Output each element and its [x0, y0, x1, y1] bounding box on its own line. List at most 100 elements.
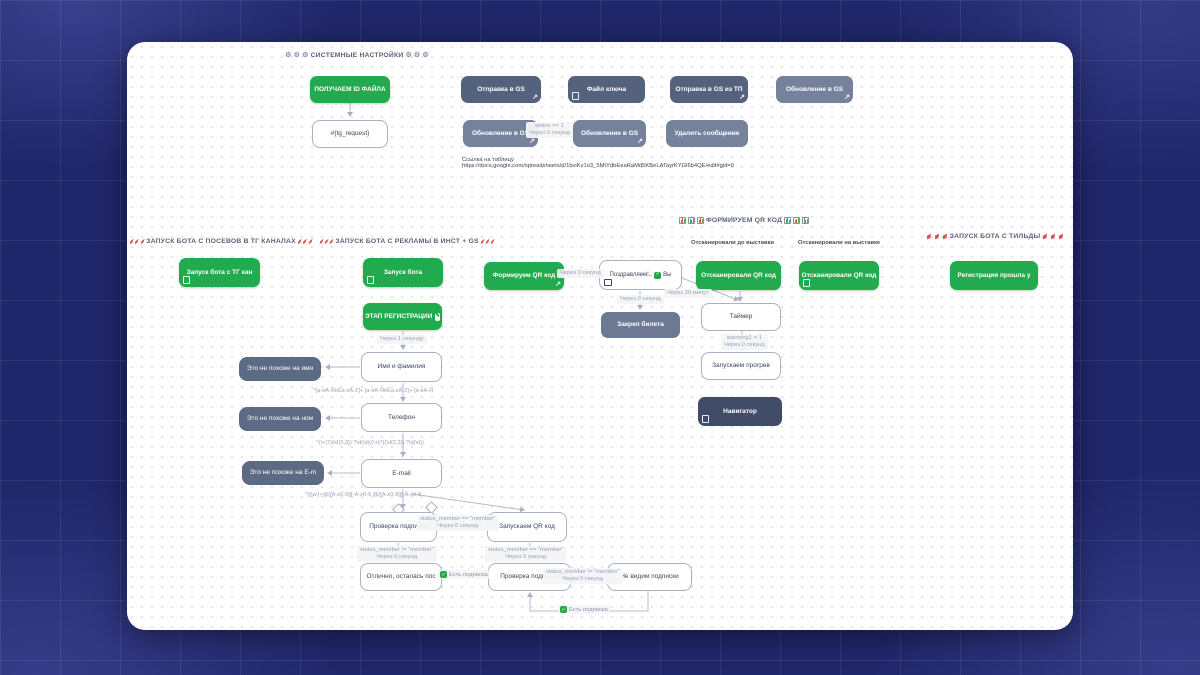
node-label: #{tg_request}	[330, 130, 370, 138]
table-link-title: Ссылка на таблицу	[462, 157, 514, 163]
node-start-bot[interactable]: Запуск бота	[363, 258, 443, 287]
node-not-phone[interactable]: Это не похоже на ном	[239, 407, 321, 431]
section-header-system: ⚙⚙⚙ СИСТЕМНЫЕ НАСТРОЙКИ ⚙⚙⚙	[285, 49, 429, 61]
node-name[interactable]: Имя и фамилия	[361, 352, 442, 382]
condition-text: status_member == "member"	[420, 516, 496, 522]
condition-text: status_member != "member"	[546, 569, 620, 575]
node-phone[interactable]: Телефон	[361, 403, 442, 432]
node-label: Отсканировали QR код	[701, 271, 776, 279]
congrats-text-2: Вы	[663, 271, 672, 278]
node-label: Проверка подписки	[369, 523, 428, 531]
rocket-icon	[1049, 231, 1058, 240]
table-link-url[interactable]: https://docs.google.com/spreadsheets/d/1…	[462, 163, 735, 169]
node-label: E-mail	[392, 469, 411, 477]
node-email[interactable]: E-mail	[361, 459, 442, 488]
rocket-icon	[296, 237, 303, 245]
node-scan-qr-before[interactable]: Отсканировали QR код	[696, 261, 781, 290]
delay-text: Через 0 секунд	[529, 130, 570, 137]
node-update-gs-2[interactable]: Обновление в GS↗	[463, 120, 538, 147]
rocket-icon	[302, 237, 309, 245]
node-label: Отлично, осталась пос	[366, 573, 436, 581]
gear-icon: ⚙	[405, 51, 412, 59]
node-send-gs-tp[interactable]: Отправка в GS из ТП↗	[670, 76, 748, 103]
label-scanned-before: Отсканировали до выставки	[691, 240, 774, 246]
chart-icon	[793, 216, 801, 224]
external-link-icon: ↗	[555, 281, 561, 289]
delay-text: Через 0 секунд	[562, 576, 604, 583]
check-icon: ✓	[560, 606, 567, 613]
node-label: Отсканировали QR код	[801, 271, 877, 279]
chart-icon	[687, 216, 695, 224]
node-pin-ticket[interactable]: Закреп билета	[601, 312, 680, 338]
label-member-ne-left: status_member != "member" Через 0 секунд	[357, 546, 437, 563]
node-label: Файл ключа	[586, 85, 627, 93]
delay-text: Через 0 секунд	[724, 342, 765, 349]
external-link-icon: ↗	[739, 94, 745, 102]
node-timer[interactable]: Таймер	[701, 303, 781, 331]
rocket-icon	[932, 231, 941, 240]
node-congrats[interactable]: Поздравляем!.. ✓ Вы	[599, 260, 682, 290]
node-label: Формируем QR код	[492, 272, 556, 280]
node-send-gs[interactable]: Отправка в GS↗	[461, 76, 541, 103]
condition-text: status == 1	[535, 123, 564, 129]
chart-icon	[784, 216, 792, 224]
congrats-text: Поздравляем!..	[609, 271, 653, 278]
node-label: Обновление в GS	[471, 129, 530, 137]
label-warming: warming1 = 1 Через 0 секунд	[721, 334, 768, 351]
node-navigator[interactable]: Навигатор	[698, 397, 782, 426]
node-great[interactable]: Отлично, осталась пос	[360, 563, 442, 591]
node-label: Запускаем прогрев	[712, 362, 770, 370]
node-not-email[interactable]: Это не похоже на E-m	[242, 461, 324, 485]
node-form-qr[interactable]: Формируем QR код↗	[484, 262, 564, 290]
file-icon	[367, 276, 374, 284]
node-not-name[interactable]: Это не похоже на имя	[239, 357, 321, 381]
node-label: ЭТАП РЕГИСТРАЦИИ	[365, 312, 433, 320]
regex-email: ^([\w.]+@([A-z0-9]|[-A-z0-9 @([A-z0-9]|[…	[304, 492, 422, 498]
rocket-icon	[134, 237, 141, 245]
rocket-icon	[479, 237, 486, 245]
check-icon: ✓	[440, 571, 447, 578]
node-qr-sent[interactable]: Запускаем QR код	[487, 512, 567, 542]
section-header-label: СИСТЕМНЫЕ НАСТРОЙКИ	[310, 51, 404, 59]
node-delete-msg[interactable]: Удалить сообщение	[666, 120, 748, 147]
check-icon: ✓	[654, 271, 662, 279]
node-get-file-id[interactable]: ПОЛУЧАЕМ ID ФАЙЛА	[310, 76, 390, 103]
delay-text: Через 0 секунд	[437, 523, 479, 530]
badge-has-sub-2: ✓Есть подписка	[558, 605, 610, 614]
regex-name: ^[а-яА-ЯёЁa-zA-Z]+ [а-яА-ЯёЁa-zA-Z]+ [а-…	[312, 388, 434, 394]
node-update-gs-3[interactable]: Обновление в GS↗	[573, 120, 646, 147]
node-scan-qr-at[interactable]: Отсканировали QR код	[799, 261, 879, 290]
node-reg-stage[interactable]: ЭТАП РЕГИСТРАЦИИ✎	[363, 303, 442, 330]
node-label: Это не похоже на ном	[246, 415, 314, 423]
rocket-icon	[328, 237, 335, 245]
file-icon	[183, 276, 190, 284]
label-scanned-at: Отсканировали на выставке	[798, 240, 881, 246]
condition-text: warming1 = 1	[726, 335, 762, 341]
delay-text: Через 0 секунд	[376, 554, 418, 561]
node-warm[interactable]: Запускаем прогрев	[701, 352, 781, 380]
image-icon	[604, 279, 612, 286]
node-key-file[interactable]: Файл ключа	[568, 76, 645, 103]
node-label: Закреп билета	[617, 321, 664, 329]
section-header-label: ЗАПУСК БОТА С ТИЛЬДЫ	[949, 232, 1041, 240]
node-label: Имя и фамилия	[377, 363, 426, 371]
section-header-seeding: ЗАПУСК БОТА С ПОСЕВОВ В ТГ КАНАЛАХ	[130, 235, 312, 247]
node-reg-done[interactable]: Регистрация прошла у	[950, 261, 1038, 290]
node-no-sub[interactable]: Не видим подписки	[607, 563, 692, 591]
label-member-eq-mid: status_member == "member" Через 0 секунд	[485, 546, 567, 563]
node-update-gs-1[interactable]: Обновление в GS↗	[776, 76, 853, 103]
gear-icon: ⚙	[293, 51, 301, 59]
rocket-icon	[323, 237, 330, 245]
node-label: Проверка подписки	[500, 573, 559, 581]
external-link-icon: ↗	[637, 138, 643, 146]
section-header-ads: ЗАПУСК БОТА С РЕКЛАМЫ В ИНСТ + GS	[320, 235, 494, 247]
file-icon	[572, 92, 579, 100]
node-label: Запуск бота	[383, 268, 423, 276]
delay-text: Через 0 секунд	[505, 554, 547, 561]
node-start-tg[interactable]: Запуск бота с ТГ кан	[179, 258, 260, 287]
badge-has-sub-1: ✓Есть подписка	[438, 570, 490, 579]
label-status-condition: status == 1 Через 0 секунд	[526, 122, 573, 139]
congrats-content: Поздравляем!.. ✓ Вы	[609, 271, 672, 279]
node-tg-request[interactable]: #{tg_request}	[312, 120, 388, 148]
